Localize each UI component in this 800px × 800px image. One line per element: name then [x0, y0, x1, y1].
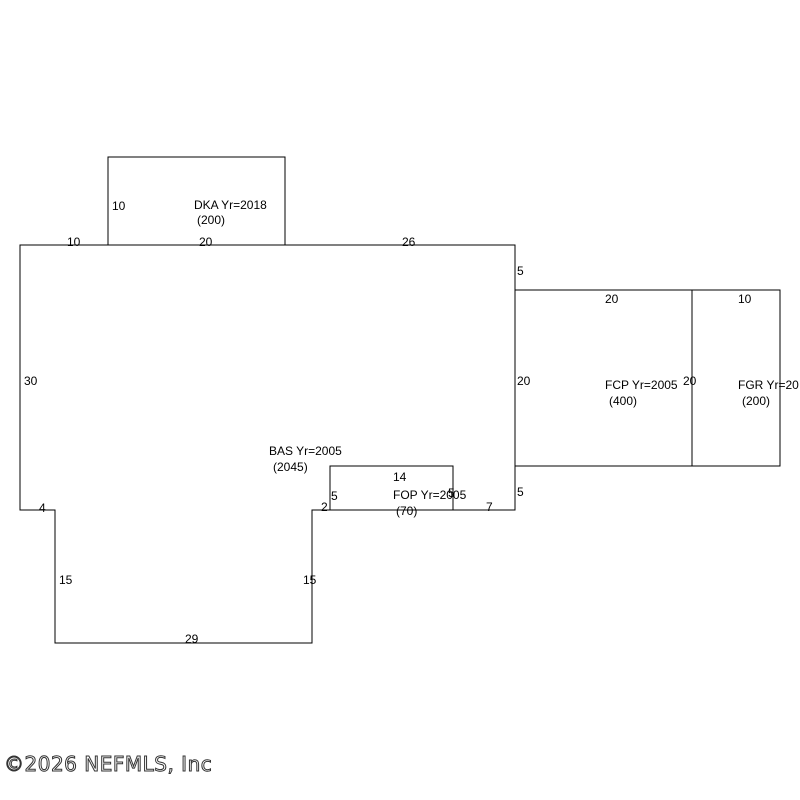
- dim-bas-step-left: 4: [39, 501, 46, 515]
- dim-fop-top: 14: [393, 470, 407, 484]
- dka-label: DKA Yr=2018: [194, 198, 267, 212]
- fcp-label: FCP Yr=2005: [605, 378, 678, 392]
- fgr-area: (200): [742, 394, 770, 408]
- bas-outline: [19, 244, 516, 644]
- dim-dka-side: 10: [112, 199, 126, 213]
- dim-fcp-top: 20: [605, 292, 619, 306]
- fgr-label: FGR Yr=20: [738, 378, 799, 392]
- dim-fcp-right: 20: [683, 374, 697, 388]
- dim-bas-lower-left: 15: [59, 573, 73, 587]
- dim-bas-step-right: 2: [321, 500, 328, 514]
- dim-bas-top-left: 10: [67, 235, 81, 249]
- dim-fgr-top: 10: [738, 292, 752, 306]
- fop-area: (70): [396, 504, 417, 518]
- dka-area: (200): [197, 213, 225, 227]
- dim-bas-right-mid: 20: [517, 374, 531, 388]
- fop-outline: [329, 465, 454, 511]
- fop-label: FOP Yr=2005: [393, 488, 467, 502]
- fgr-outline: [691, 289, 781, 467]
- dim-bas-top-right: 26: [402, 235, 416, 249]
- dka-outline: [107, 156, 286, 245]
- dim-bas-top-mid: 20: [199, 235, 213, 249]
- dim-bas-lower-right: 15: [303, 573, 317, 587]
- dim-fop-right: 5: [448, 486, 455, 500]
- dim-fop-left: 5: [331, 489, 338, 503]
- dim-bas-right-step: 7: [486, 500, 493, 514]
- bas-area: (2045): [273, 460, 308, 474]
- copyright-watermark: ©2026 NEFMLS, Inc: [3, 752, 213, 777]
- dim-bas-right-bottom: 5: [517, 485, 524, 499]
- dim-bas-left: 30: [24, 374, 38, 388]
- fcp-area: (400): [609, 394, 637, 408]
- dim-bas-bottom: 29: [185, 632, 199, 646]
- dim-bas-right-top: 5: [517, 264, 524, 278]
- bas-label: BAS Yr=2005: [269, 444, 342, 458]
